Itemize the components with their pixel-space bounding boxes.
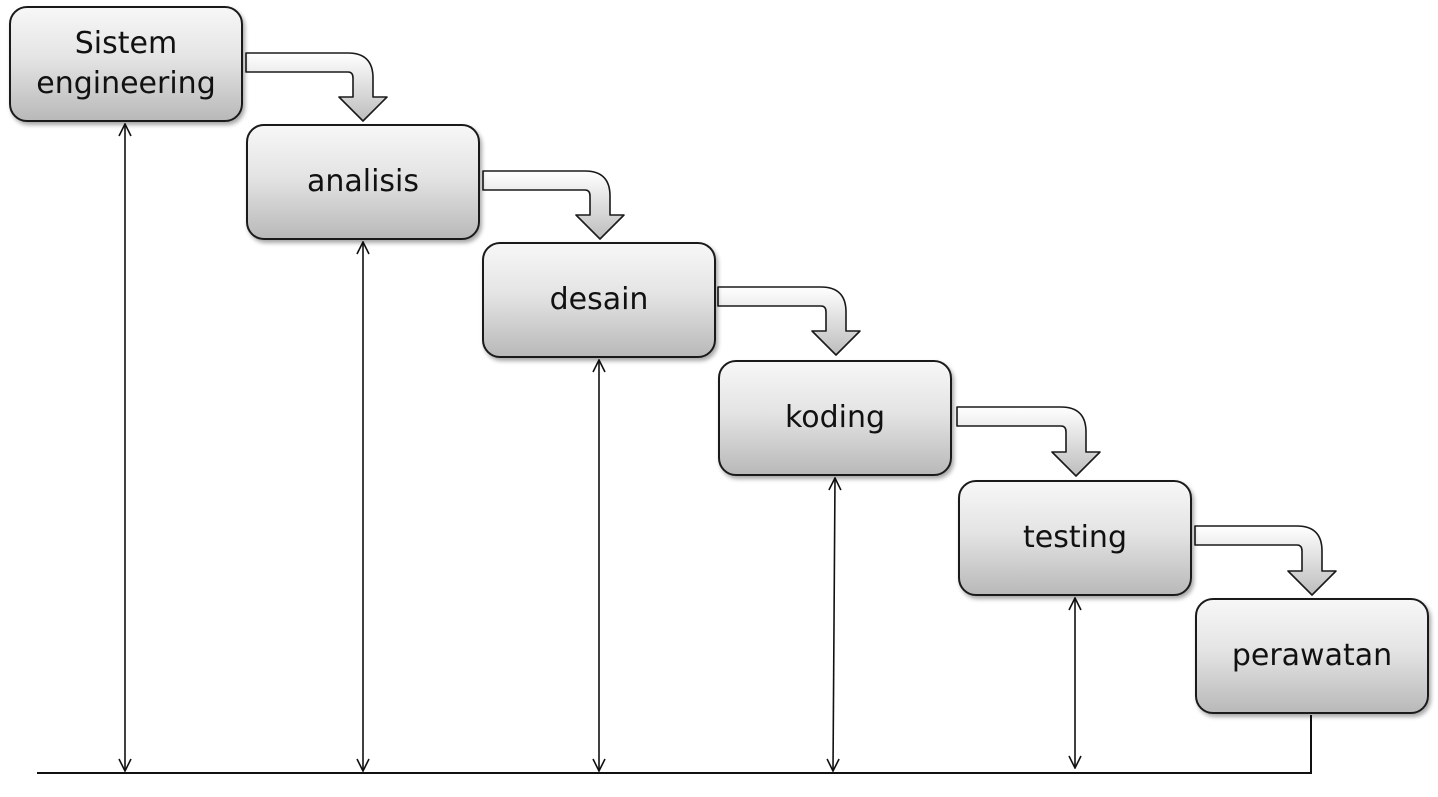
stage-koding: koding <box>718 360 952 476</box>
flow-arrows <box>245 52 1337 596</box>
stage-label: Sistem engineering <box>36 26 216 101</box>
stage-label: perawatan <box>1231 638 1393 673</box>
feedback-arrows <box>125 124 1075 771</box>
baseline <box>37 715 1312 774</box>
stage-perawatan: perawatan <box>1195 598 1429 714</box>
stage-label: koding <box>784 400 886 435</box>
flow-arrow-3 <box>717 286 861 356</box>
feedback-arrow-4 <box>833 478 835 771</box>
flow-arrow-4 <box>956 406 1101 477</box>
stage-label: testing <box>1022 520 1127 555</box>
stage-analisis: analisis <box>246 124 480 240</box>
stage-testing: testing <box>958 480 1192 596</box>
flow-arrow-1 <box>245 52 388 122</box>
flow-arrow-2 <box>482 170 625 240</box>
stage-desain: desain <box>482 242 716 358</box>
flow-arrow-5 <box>1194 525 1337 596</box>
stage-sistem-engineering: Sistem engineering <box>9 6 243 122</box>
stage-label: desain <box>549 282 649 317</box>
stage-label: analisis <box>306 164 420 199</box>
